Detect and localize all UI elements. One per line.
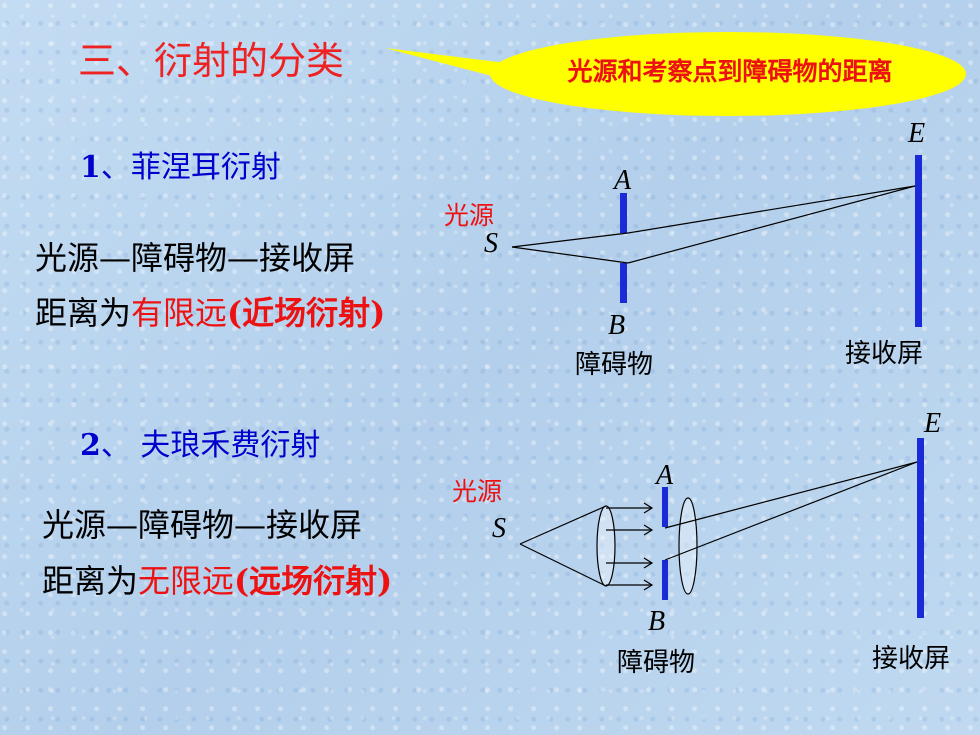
- fresnel-label-b: B: [608, 310, 626, 341]
- fresnel-screen-bar: [915, 155, 922, 327]
- fresnel-ray-3: [627, 185, 916, 234]
- fraunhofer-heading-number: 2: [80, 428, 101, 463]
- fresnel-ray-2: [511, 246, 629, 264]
- callout-text: 光源和考察点到障碍物的距离: [567, 57, 893, 86]
- fraunhofer-heading-text: 、 夫琅禾费衍射: [100, 428, 321, 463]
- fraunhofer-line-2-paren: (远场衍射): [234, 562, 393, 600]
- fraunhofer-heading: 2、 夫琅禾费衍射: [80, 420, 320, 464]
- fraunhofer-obstacle-bottom-bar: [662, 560, 668, 600]
- fresnel-screen-label: 接收屏: [845, 339, 924, 369]
- fresnel-line-2-paren: (近场衍射): [227, 294, 386, 332]
- fresnel-label-s: S: [484, 228, 498, 259]
- fresnel-label-a: A: [614, 165, 632, 196]
- fraunhofer-obstacle-label: 障碍物: [617, 648, 696, 678]
- parallel-ray-arrows: [606, 502, 654, 591]
- focusing-lens: [678, 497, 698, 595]
- fraunhofer-ray-1: [664, 461, 918, 529]
- fraunhofer-source-ray-top: [519, 505, 607, 545]
- fresnel-line-1: 光源—障碍物—接收屏: [35, 239, 356, 277]
- callout-bubble: [490, 32, 966, 116]
- fraunhofer-source-label: 光源: [452, 477, 503, 506]
- fresnel-line-2-prefix: 距离为: [35, 294, 132, 332]
- fraunhofer-label-b: B: [648, 606, 666, 637]
- fresnel-source-label: 光源: [444, 201, 495, 230]
- fresnel-heading-text: 、菲涅耳衍射: [100, 150, 281, 185]
- fresnel-heading: 1、菲涅耳衍射: [80, 142, 281, 186]
- fresnel-obstacle-top-bar: [620, 193, 627, 233]
- fraunhofer-line-2: 距离为无限远(远场衍射): [42, 556, 392, 602]
- fresnel-obstacle-bottom-bar: [620, 263, 627, 303]
- fraunhofer-screen-label: 接收屏: [872, 644, 951, 674]
- fraunhofer-line-2-prefix: 距离为: [42, 562, 139, 600]
- fraunhofer-ray-2: [664, 461, 918, 561]
- fraunhofer-label-e: E: [924, 408, 942, 439]
- fraunhofer-obstacle-top-bar: [662, 487, 668, 527]
- fraunhofer-diagram: [519, 438, 924, 618]
- fraunhofer-source-ray-bottom: [519, 543, 607, 587]
- page-title: 三、衍射的分类: [78, 39, 345, 83]
- fresnel-ray-4: [627, 185, 916, 264]
- fraunhofer-line-1: 光源—障碍物—接收屏: [42, 506, 363, 544]
- fresnel-label-e: E: [908, 118, 926, 149]
- fresnel-ray-1: [511, 232, 629, 248]
- fraunhofer-label-a: A: [656, 460, 674, 491]
- collimating-lens: [596, 505, 616, 587]
- fresnel-diagram: [511, 155, 922, 327]
- fraunhofer-label-s: S: [492, 513, 506, 544]
- fraunhofer-screen-bar: [917, 438, 924, 618]
- fresnel-heading-number: 1: [80, 150, 101, 185]
- fresnel-obstacle-label: 障碍物: [575, 350, 654, 380]
- fraunhofer-line-2-red: 无限远: [138, 562, 235, 600]
- fresnel-line-2: 距离为有限远(近场衍射): [35, 288, 385, 334]
- fresnel-line-2-red: 有限远: [131, 294, 228, 332]
